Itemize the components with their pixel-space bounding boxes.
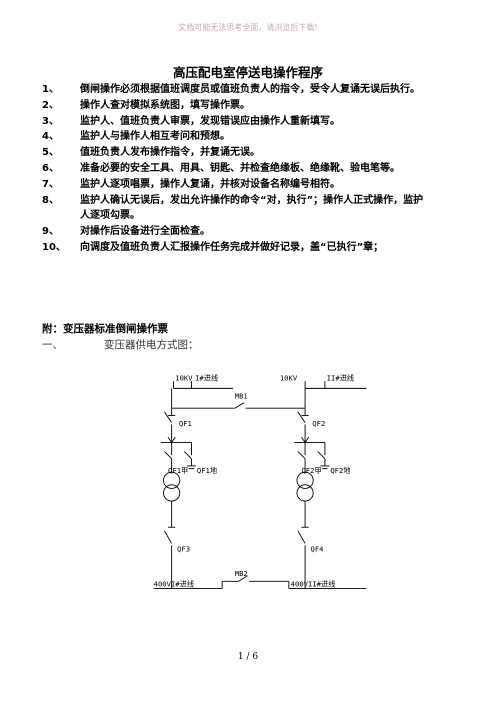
switch-qf1g: [183, 451, 192, 460]
step-number: 4、: [42, 131, 59, 143]
label-mb2: MB2: [235, 569, 248, 578]
procedure-steps: 1、 倒闸操作必须根据值班调度员或值班负责人的指令，受令人复诵无误后执行。 2、 操…: [42, 82, 430, 256]
tie-switch-mb2: [238, 575, 248, 582]
step-text: 倒闸操作必须根据值班调度员或值班负责人的指令，受令人复诵无误后执行。: [80, 84, 420, 95]
step-text: 监护人与操作人相互考问和预想。: [80, 131, 230, 143]
single-line-diagram-svg: 10KV I#进线 10KV II#进线 MB1 QF1 QF2 QF1甲 QF…: [154, 373, 367, 589]
switch-qf2a: [297, 451, 306, 460]
step-number: 3、: [42, 115, 59, 127]
step-item: 7、 监护人逐项唱票，操作人复诵，并核对设备名称编号相符。: [42, 177, 430, 193]
label-qf4: QF4: [310, 545, 323, 554]
breaker-qf2: [297, 411, 306, 423]
step-item: 10、 向调度及值班负责人汇报操作任务完成并做好记录，盖“已执行”章；: [42, 240, 430, 256]
section-number: 一、: [42, 339, 63, 351]
step-number: 8、: [42, 194, 59, 206]
label-qf2g: QF2地: [330, 466, 350, 475]
step-text: 准备必要的安全工具、用具、钥匙、并检查绝缘板、绝缘靴、验电笔等。: [80, 162, 400, 174]
label-qf1: QF1: [179, 419, 192, 428]
step-number: 7、: [42, 178, 59, 190]
section-text: 变压器供电方式图：: [104, 339, 199, 351]
step-text: 监护人确认无误后，发出允许操作的命令“对，执行”；操作人正式操作，监护人逐项勾票…: [80, 194, 424, 222]
label-qf3: QF3: [177, 545, 190, 554]
label-qf1g: QF1地: [197, 466, 217, 475]
step-number: 6、: [42, 162, 59, 174]
step-number: 5、: [42, 147, 59, 159]
step-number: 9、: [42, 226, 59, 238]
switch-qf1a: [164, 451, 172, 460]
step-item: 9、 对操作后设备进行全面检查。: [42, 224, 430, 240]
label-qf1a: QF1甲: [168, 466, 188, 475]
tie-switch-mb1: [234, 402, 245, 409]
step-number: 2、: [42, 99, 59, 111]
step-item: 4、 监护人与操作人相互考问和预想。: [42, 129, 430, 145]
label-400v-left: 400VI#进线: [154, 580, 194, 589]
label-10kv-right: 10KV: [280, 373, 298, 382]
step-text: 监护人逐项唱票，操作人复诵，并核对设备名称编号相符。: [80, 178, 340, 190]
transformer-1-primary: [163, 471, 181, 489]
label-line1: I#进线: [195, 373, 218, 382]
step-item: 8、 监护人确认无误后，发出允许操作的命令“对，执行”；操作人正式操作，监护人逐项…: [42, 193, 430, 225]
step-item: 5、 值班负责人发布操作指令，并复诵无误。: [42, 145, 430, 161]
transformer-1-secondary: [163, 484, 181, 502]
page-title: 高压配电室停送电操作程序: [172, 65, 323, 80]
step-item: 2、 操作人查对模拟系统图，填写操作票。: [42, 98, 430, 114]
transformer-2-secondary: [296, 484, 314, 502]
step-item: 1、 倒闸操作必须根据值班调度员或值班负责人的指令，受令人复诵无误后执行。: [42, 82, 430, 98]
label-mb1: MB1: [235, 391, 248, 400]
breaker-qf3: [164, 530, 173, 544]
section-heading: 一、 变压器供电方式图：: [42, 337, 199, 352]
step-item: 6、 准备必要的安全工具、用具、钥匙、并检查绝缘板、绝缘靴、验电笔等。: [42, 161, 430, 177]
appendix-heading: 附：变压器标准倒闸操作票: [42, 323, 168, 335]
step-text: 操作人查对模拟系统图，填写操作票。: [80, 99, 250, 111]
label-qf2a: QF2甲: [301, 466, 321, 475]
label-qf2: QF2: [312, 419, 325, 428]
step-number: 1、: [42, 84, 59, 95]
power-supply-diagram: 10KV I#进线 10KV II#进线 MB1 QF1 QF2 QF1甲 QF…: [150, 356, 370, 611]
step-text: 向调度及值班负责人汇报操作任务完成并做好记录，盖“已执行”章；: [80, 241, 384, 253]
breaker-qf1: [164, 411, 173, 423]
step-item: 3、 监护人、值班负责人审票，发现错误应由操作人重新填写。: [42, 114, 430, 130]
page-number: 1 / 6: [237, 652, 259, 662]
label-400v-right: 400VII#进线: [291, 580, 336, 589]
step-text: 值班负责人发布操作指令，并复诵无误。: [80, 147, 260, 159]
label-10kv-left: 10KV: [175, 373, 193, 382]
step-number: 10、: [42, 241, 66, 253]
step-text: 对操作后设备进行全面检查。: [80, 226, 210, 238]
switch-qf2g: [317, 451, 326, 460]
step-text: 监护人、值班负责人审票，发现错误应由操作人重新填写。: [80, 115, 340, 127]
label-line2: II#进线: [327, 373, 354, 382]
transformer-2-primary: [296, 471, 314, 489]
watermark-text: 文档可能无法思考全面，请浏览后下载!: [178, 23, 318, 32]
breaker-qf4: [297, 530, 306, 544]
